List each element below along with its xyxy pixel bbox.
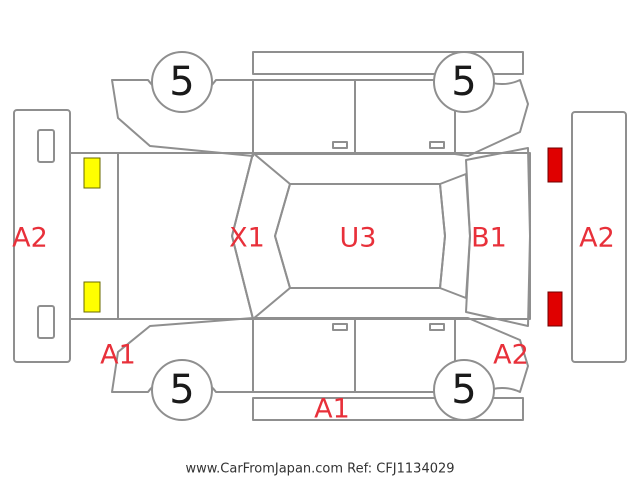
front-bumper-vent-top bbox=[37, 129, 55, 163]
rear-bumper bbox=[571, 111, 627, 363]
tire-rear-left-value: 5 bbox=[451, 59, 476, 105]
code-front-bumper: A2 bbox=[12, 223, 48, 254]
left-front-door-handle bbox=[332, 141, 348, 149]
top-view-body bbox=[69, 147, 531, 327]
tire-front-right: 5 bbox=[151, 359, 213, 421]
rear-window bbox=[439, 173, 471, 299]
code-left-rear-corner: A2 bbox=[493, 340, 529, 371]
tire-rear-right-value: 5 bbox=[451, 367, 476, 413]
footer-reference: www.CarFromJapan.com Ref: CFJ1134029 bbox=[185, 462, 454, 477]
right-front-door-handle bbox=[332, 323, 348, 331]
tire-front-left-value: 5 bbox=[169, 59, 194, 105]
code-roof: U3 bbox=[340, 223, 377, 254]
tire-rear-left: 5 bbox=[433, 51, 495, 113]
code-hood: X1 bbox=[229, 223, 265, 254]
rear-light-bottom bbox=[547, 291, 563, 327]
code-left-rocker: A1 bbox=[314, 394, 350, 425]
body-outline bbox=[117, 152, 531, 320]
front-light-top bbox=[83, 157, 101, 189]
tire-front-right-value: 5 bbox=[169, 367, 194, 413]
right-rear-door-handle bbox=[429, 323, 445, 331]
front-light-bottom bbox=[83, 281, 101, 313]
back-door bbox=[465, 147, 531, 327]
code-rear-bumper: A2 bbox=[579, 223, 615, 254]
tire-front-left: 5 bbox=[151, 51, 213, 113]
rear-light-top bbox=[547, 147, 563, 183]
left-rear-door-handle bbox=[429, 141, 445, 149]
code-back-door: B1 bbox=[471, 223, 507, 254]
tire-rear-right: 5 bbox=[433, 359, 495, 421]
code-left-front-corner: A1 bbox=[100, 340, 136, 371]
front-bumper-vent-bottom bbox=[37, 305, 55, 339]
